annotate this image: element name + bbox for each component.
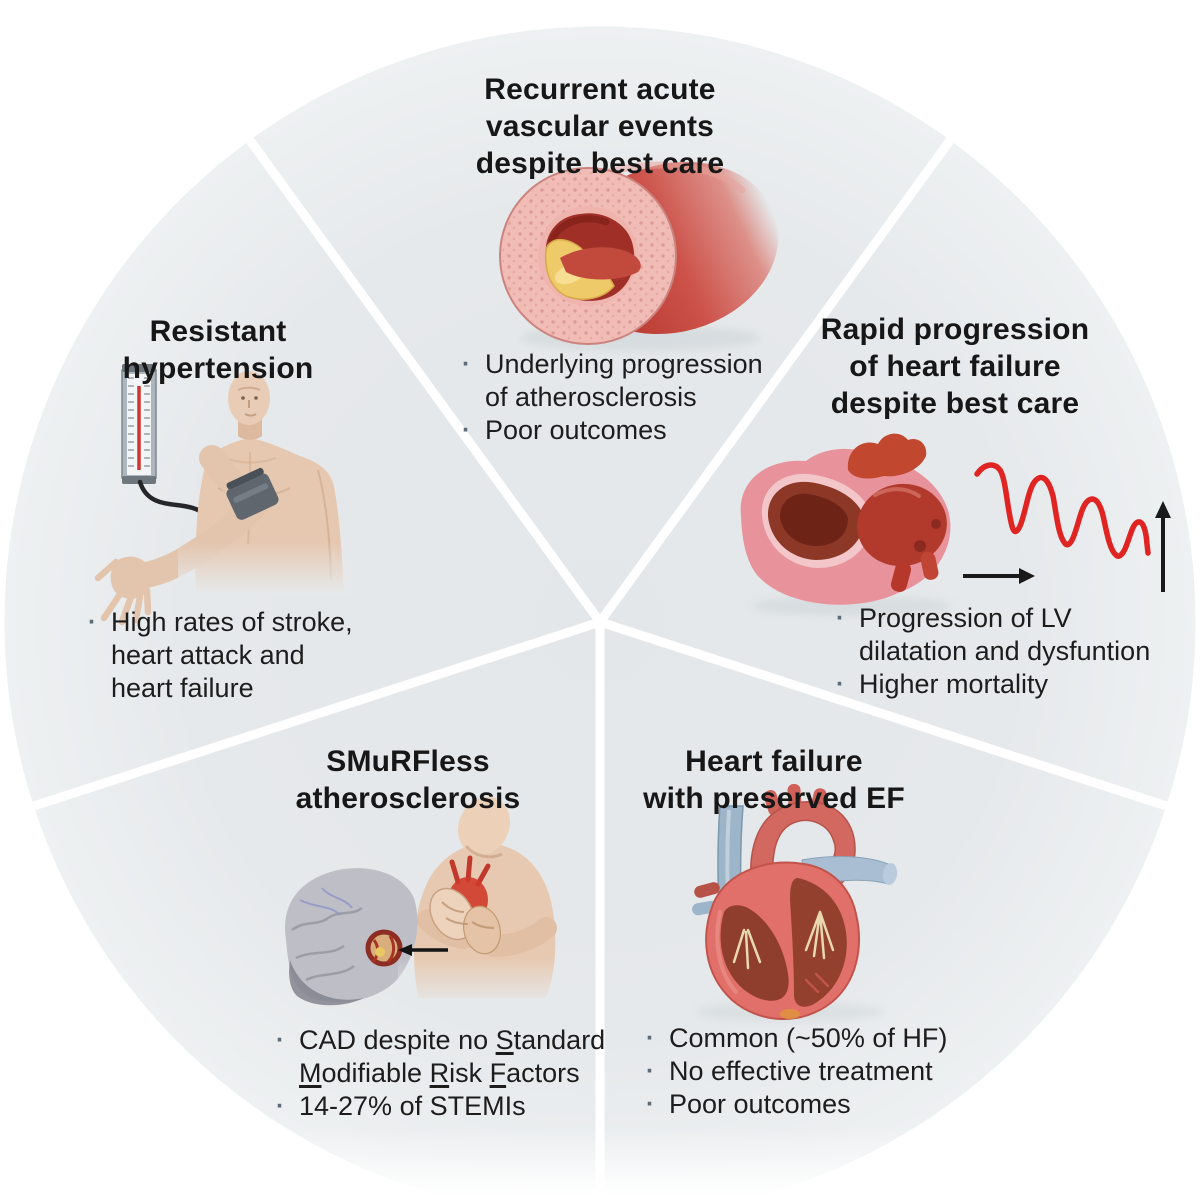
bullet-text: No effective treatment (669, 1056, 933, 1086)
bullet-dot: · (276, 1026, 285, 1054)
bullet-dot: · (646, 1090, 655, 1118)
left-arrow-icon (398, 944, 448, 956)
bullet-item: · Poor outcomes (646, 1088, 981, 1121)
bullet-item: · No effective treatment (646, 1055, 981, 1088)
bottom-left-wedge-bullets: · CAD despite no Standard Modifiable Ris… (276, 1024, 621, 1123)
heart-anatomy-illustration (692, 783, 898, 1022)
plaque-cross-section-icon (365, 929, 403, 967)
bullet-dot: · (462, 416, 471, 444)
top-wedge-title: Recurrent acute vascular events despite … (475, 72, 725, 180)
bullet-dot: · (836, 670, 845, 698)
bullet-dot: · (462, 350, 471, 378)
bullet-text: Higher mortality (859, 669, 1049, 699)
bullet-text: Progression of LV dilatation and dysfunt… (859, 603, 1151, 666)
artery-atherosclerosis-illustration (499, 161, 779, 351)
bullet-dot: · (646, 1057, 655, 1085)
dilated-heart-illustration (740, 433, 952, 616)
bullet-text: CAD despite no Standard Modifiable Risk … (299, 1025, 606, 1088)
bullet-dot: · (88, 608, 97, 636)
right-wedge-bullets: · Progression of LV dilatation and dysfu… (836, 602, 1181, 701)
bullet-item: · Poor outcomes (462, 414, 802, 447)
bullet-item: · Higher mortality (836, 668, 1181, 701)
bullet-item: · 14-27% of STEMIs (276, 1090, 621, 1123)
bullet-text: 14-27% of STEMIs (299, 1091, 526, 1121)
bullet-text: Common (~50% of HF) (669, 1023, 948, 1053)
bullet-text: Poor outcomes (669, 1089, 851, 1119)
bp-cuff-icon (226, 467, 279, 520)
declining-function-curve-icon (974, 462, 1151, 559)
bullet-dot: · (646, 1024, 655, 1052)
manometer-icon (121, 364, 157, 484)
right-arrow-icon (963, 568, 1035, 584)
wedge-bottom-right (595, 617, 1176, 1202)
bullet-dot: · (276, 1092, 285, 1120)
right-wedge-title: Rapid progression of heart failure despi… (820, 312, 1090, 420)
left-wedge-title: Resistant hypertension (122, 314, 314, 385)
top-wedge-bullets: · Underlying progression of atherosclero… (462, 348, 802, 447)
bullet-item: · Common (~50% of HF) (646, 1022, 981, 1055)
bullet-item: · CAD despite no Standard Modifiable Ris… (276, 1024, 621, 1090)
chest-pain-brain-plaque-illustration (285, 796, 578, 1006)
up-arrow-icon (1155, 501, 1171, 592)
bottom-left-wedge-title: SMuRFless atherosclerosis (295, 744, 521, 815)
bullet-item: · Underlying progression of atherosclero… (462, 348, 802, 414)
bottom-fade (0, 1128, 1200, 1202)
blood-pressure-measurement-illustration (94, 364, 353, 626)
bullet-text: High rates of stroke, heart attack and h… (111, 607, 353, 703)
bullet-item: · High rates of stroke, heart attack and… (88, 606, 398, 705)
bottom-right-wedge-title: Heart failure with preserved EF (643, 744, 905, 815)
bottom-right-wedge-bullets: · Common (~50% of HF) · No effective tre… (646, 1022, 981, 1121)
bullet-item: · Progression of LV dilatation and dysfu… (836, 602, 1181, 668)
bullet-text: Poor outcomes (485, 415, 667, 445)
bullet-dot: · (836, 604, 845, 632)
bullet-text: Underlying progression of atherosclerosi… (485, 349, 763, 412)
left-wedge-bullets: · High rates of stroke, heart attack and… (88, 606, 398, 705)
